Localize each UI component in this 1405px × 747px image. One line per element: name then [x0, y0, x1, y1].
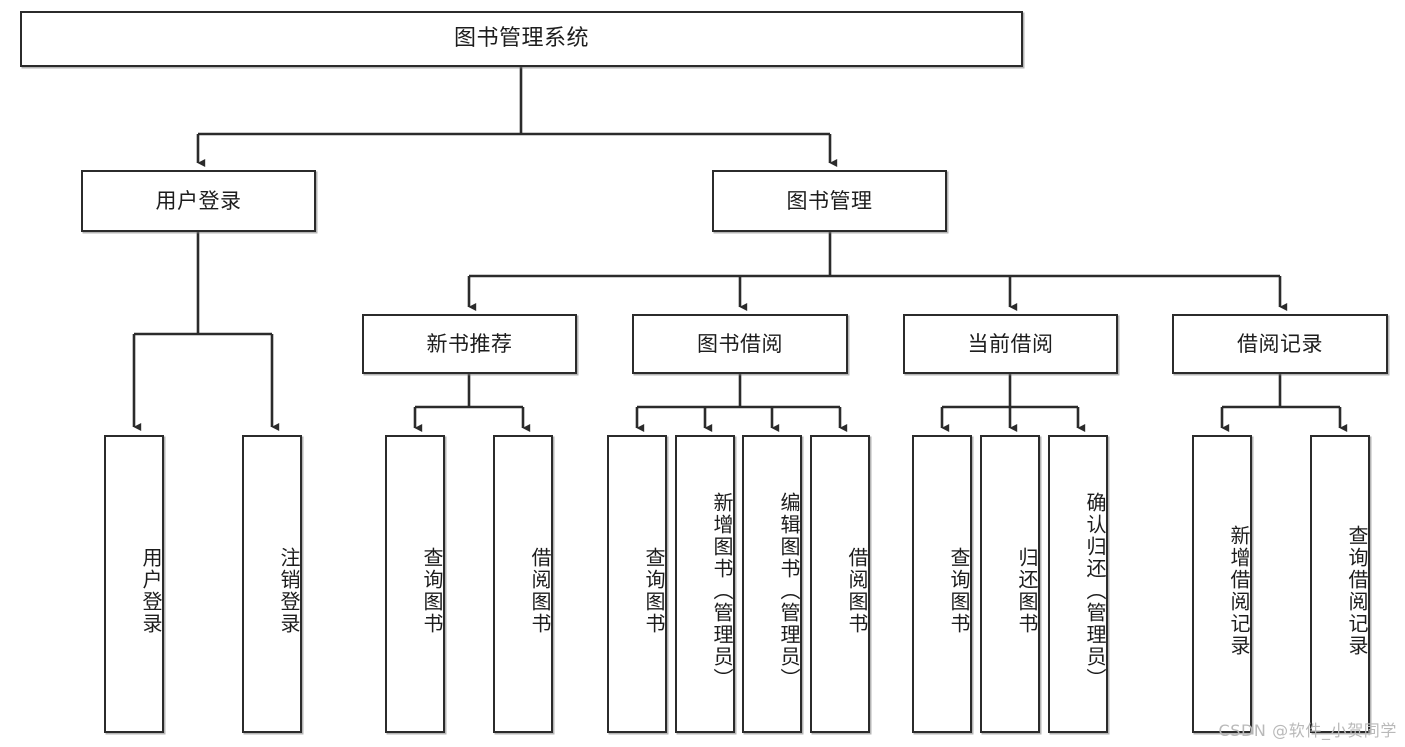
node-label: 图书管理	[786, 188, 873, 213]
node-label: 确认归还（管理员）	[1083, 492, 1107, 690]
node-book-borrow[interactable]: 图书借阅	[632, 314, 848, 374]
node-label: 图书借阅	[697, 331, 783, 356]
node-label: 当前借阅	[967, 331, 1054, 356]
leaf-new-book-borrow[interactable]: 借阅图书	[493, 435, 553, 733]
node-label: 用户登录	[139, 547, 163, 635]
leaf-current-borrow-query[interactable]: 查询图书	[912, 435, 972, 733]
node-label: 借阅图书	[845, 547, 869, 635]
leaf-book-borrow-add-admin[interactable]: 新增图书（管理员）	[675, 435, 735, 733]
node-borrow-record[interactable]: 借阅记录	[1172, 314, 1388, 374]
node-label: 归还图书	[1015, 547, 1039, 635]
node-user-login[interactable]: 用户登录	[81, 170, 316, 232]
node-current-borrow[interactable]: 当前借阅	[903, 314, 1118, 374]
node-label: 编辑图书（管理员）	[777, 492, 801, 690]
leaf-current-borrow-return[interactable]: 归还图书	[980, 435, 1040, 733]
watermark-text: CSDN @软件_小贺同学	[1218, 721, 1397, 740]
leaf-book-borrow-edit-admin[interactable]: 编辑图书（管理员）	[742, 435, 802, 733]
node-label: 新增图书（管理员）	[710, 492, 734, 690]
node-new-book-recommend[interactable]: 新书推荐	[362, 314, 577, 374]
leaf-book-borrow-borrow[interactable]: 借阅图书	[810, 435, 870, 733]
node-label: 借阅图书	[528, 547, 552, 635]
node-book-management[interactable]: 图书管理	[712, 170, 947, 232]
node-root-book-management-system[interactable]: 图书管理系统	[20, 11, 1023, 67]
node-label: 新增借阅记录	[1227, 525, 1251, 657]
node-label: 查询图书	[642, 547, 666, 635]
leaf-current-borrow-confirm-return-admin[interactable]: 确认归还（管理员）	[1048, 435, 1108, 733]
node-label: 查询图书	[947, 547, 971, 635]
node-label: 查询借阅记录	[1345, 525, 1369, 657]
leaf-book-borrow-query[interactable]: 查询图书	[607, 435, 667, 733]
node-label: 注销登录	[277, 547, 301, 635]
leaf-borrow-record-add[interactable]: 新增借阅记录	[1192, 435, 1252, 733]
node-label: 查询图书	[420, 547, 444, 635]
node-label: 图书管理系统	[453, 26, 589, 52]
node-label: 用户登录	[155, 188, 242, 213]
node-label: 新书推荐	[426, 331, 513, 356]
node-label: 借阅记录	[1237, 331, 1323, 356]
leaf-new-book-query[interactable]: 查询图书	[385, 435, 445, 733]
leaf-borrow-record-query[interactable]: 查询借阅记录	[1310, 435, 1370, 733]
leaf-user-login-login[interactable]: 用户登录	[104, 435, 164, 733]
leaf-user-login-logout[interactable]: 注销登录	[242, 435, 302, 733]
